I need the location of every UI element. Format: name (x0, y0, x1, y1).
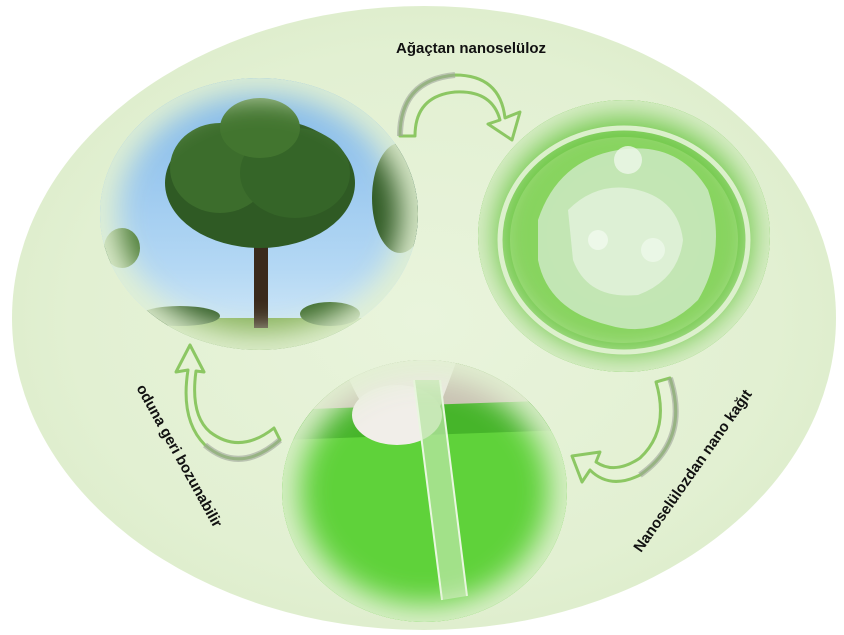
label-wood-to-nanocellulose: Ağaçtan nanoselüloz (396, 40, 546, 57)
film-photo (282, 360, 567, 622)
tree-photo (100, 78, 418, 350)
gel-photo (478, 100, 770, 372)
